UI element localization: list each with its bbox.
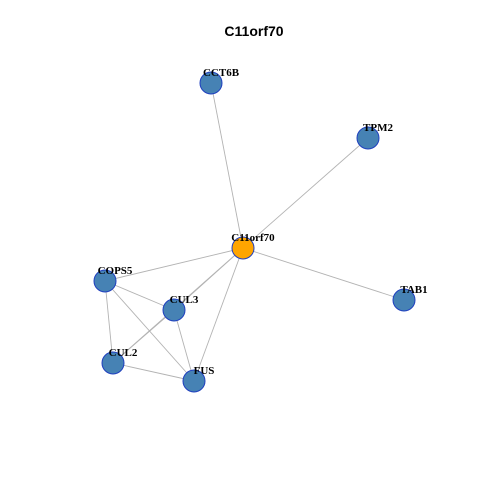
edge-cops5-cul2 <box>104 280 114 364</box>
graph-title: C11orf70 <box>224 23 283 39</box>
node-label-cul2: CUL2 <box>109 347 138 359</box>
edge-cul3-fus <box>173 309 195 382</box>
edge-c11orf70-tpm2 <box>242 137 369 249</box>
node-cct6b[interactable] <box>199 71 223 95</box>
node-label-tab1: TAB1 <box>400 284 427 296</box>
node-layer <box>93 71 416 393</box>
node-tpm2[interactable] <box>356 126 380 150</box>
edge-c11orf70-fus <box>193 247 244 382</box>
edge-cul2-fus <box>112 362 195 382</box>
edge-c11orf70-tab1 <box>242 247 405 301</box>
node-label-c11orf70: C11orf70 <box>231 232 275 244</box>
edge-cops5-cul3 <box>104 280 175 311</box>
node-tab1[interactable] <box>392 288 416 312</box>
node-cul2[interactable] <box>101 351 125 375</box>
node-label-fus: FUS <box>194 365 215 377</box>
node-fus[interactable] <box>182 369 206 393</box>
node-cops5[interactable] <box>93 269 117 293</box>
edge-c11orf70-cops5 <box>104 247 244 282</box>
node-label-tpm2: TPM2 <box>363 122 393 134</box>
node-label-cul3: CUL3 <box>170 294 199 306</box>
node-label-cct6b: CCT6B <box>203 67 240 79</box>
edge-c11orf70-cct6b <box>210 82 244 249</box>
edge-cul3-cul2 <box>112 309 175 364</box>
node-c11orf70[interactable] <box>231 236 255 260</box>
node-label-cops5: COPS5 <box>98 265 133 277</box>
node-cul3[interactable] <box>162 298 186 322</box>
